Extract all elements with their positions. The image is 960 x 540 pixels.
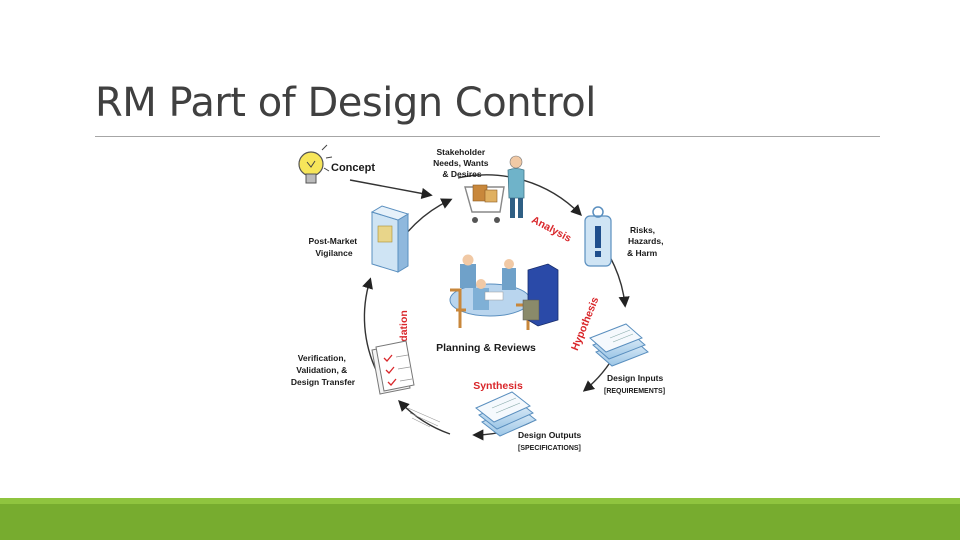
label-design-inputs-sub: [REQUIREMENTS] xyxy=(604,388,665,395)
footer-stripe xyxy=(0,498,960,504)
title-divider xyxy=(95,136,880,137)
server-tower-icon xyxy=(370,205,410,273)
label-design-outputs: Design Outputs xyxy=(518,430,582,440)
label-post-market: Post-Market Vigilance xyxy=(308,236,359,258)
label-planning-reviews: Planning & Reviews xyxy=(436,342,536,354)
label-verification: Verification, Validation, & Design Trans… xyxy=(291,353,356,387)
risk-warning-icon xyxy=(584,206,612,267)
label-concept: Concept xyxy=(331,162,375,174)
footer-bar xyxy=(0,498,960,540)
clipboard-checklist-icon xyxy=(371,340,415,395)
label-design-inputs: Design Inputs xyxy=(607,373,663,383)
label-design-outputs-sub: [SPECIFICATIONS] xyxy=(518,445,581,452)
meeting-table-icon xyxy=(449,254,531,330)
label-analysis: Analysis xyxy=(530,214,574,245)
design-control-diagram: Concept Stakeholder Needs, Wants & Desir… xyxy=(291,144,666,452)
design-inputs-stack-icon xyxy=(589,323,649,367)
label-synthesis: Synthesis xyxy=(473,380,523,392)
label-stakeholder: Stakeholder Needs, Wants & Desires xyxy=(433,147,491,179)
lightbulb-icon xyxy=(298,144,333,184)
slide-title: RM Part of Design Control xyxy=(95,80,596,126)
copyright-note-mark xyxy=(407,407,441,428)
shopping-cart-person-icon xyxy=(464,155,525,223)
design-outputs-stack-icon xyxy=(475,391,537,437)
label-risks: Risks, Hazards, & Harm xyxy=(627,225,666,258)
file-cabinet-icon xyxy=(522,263,559,327)
